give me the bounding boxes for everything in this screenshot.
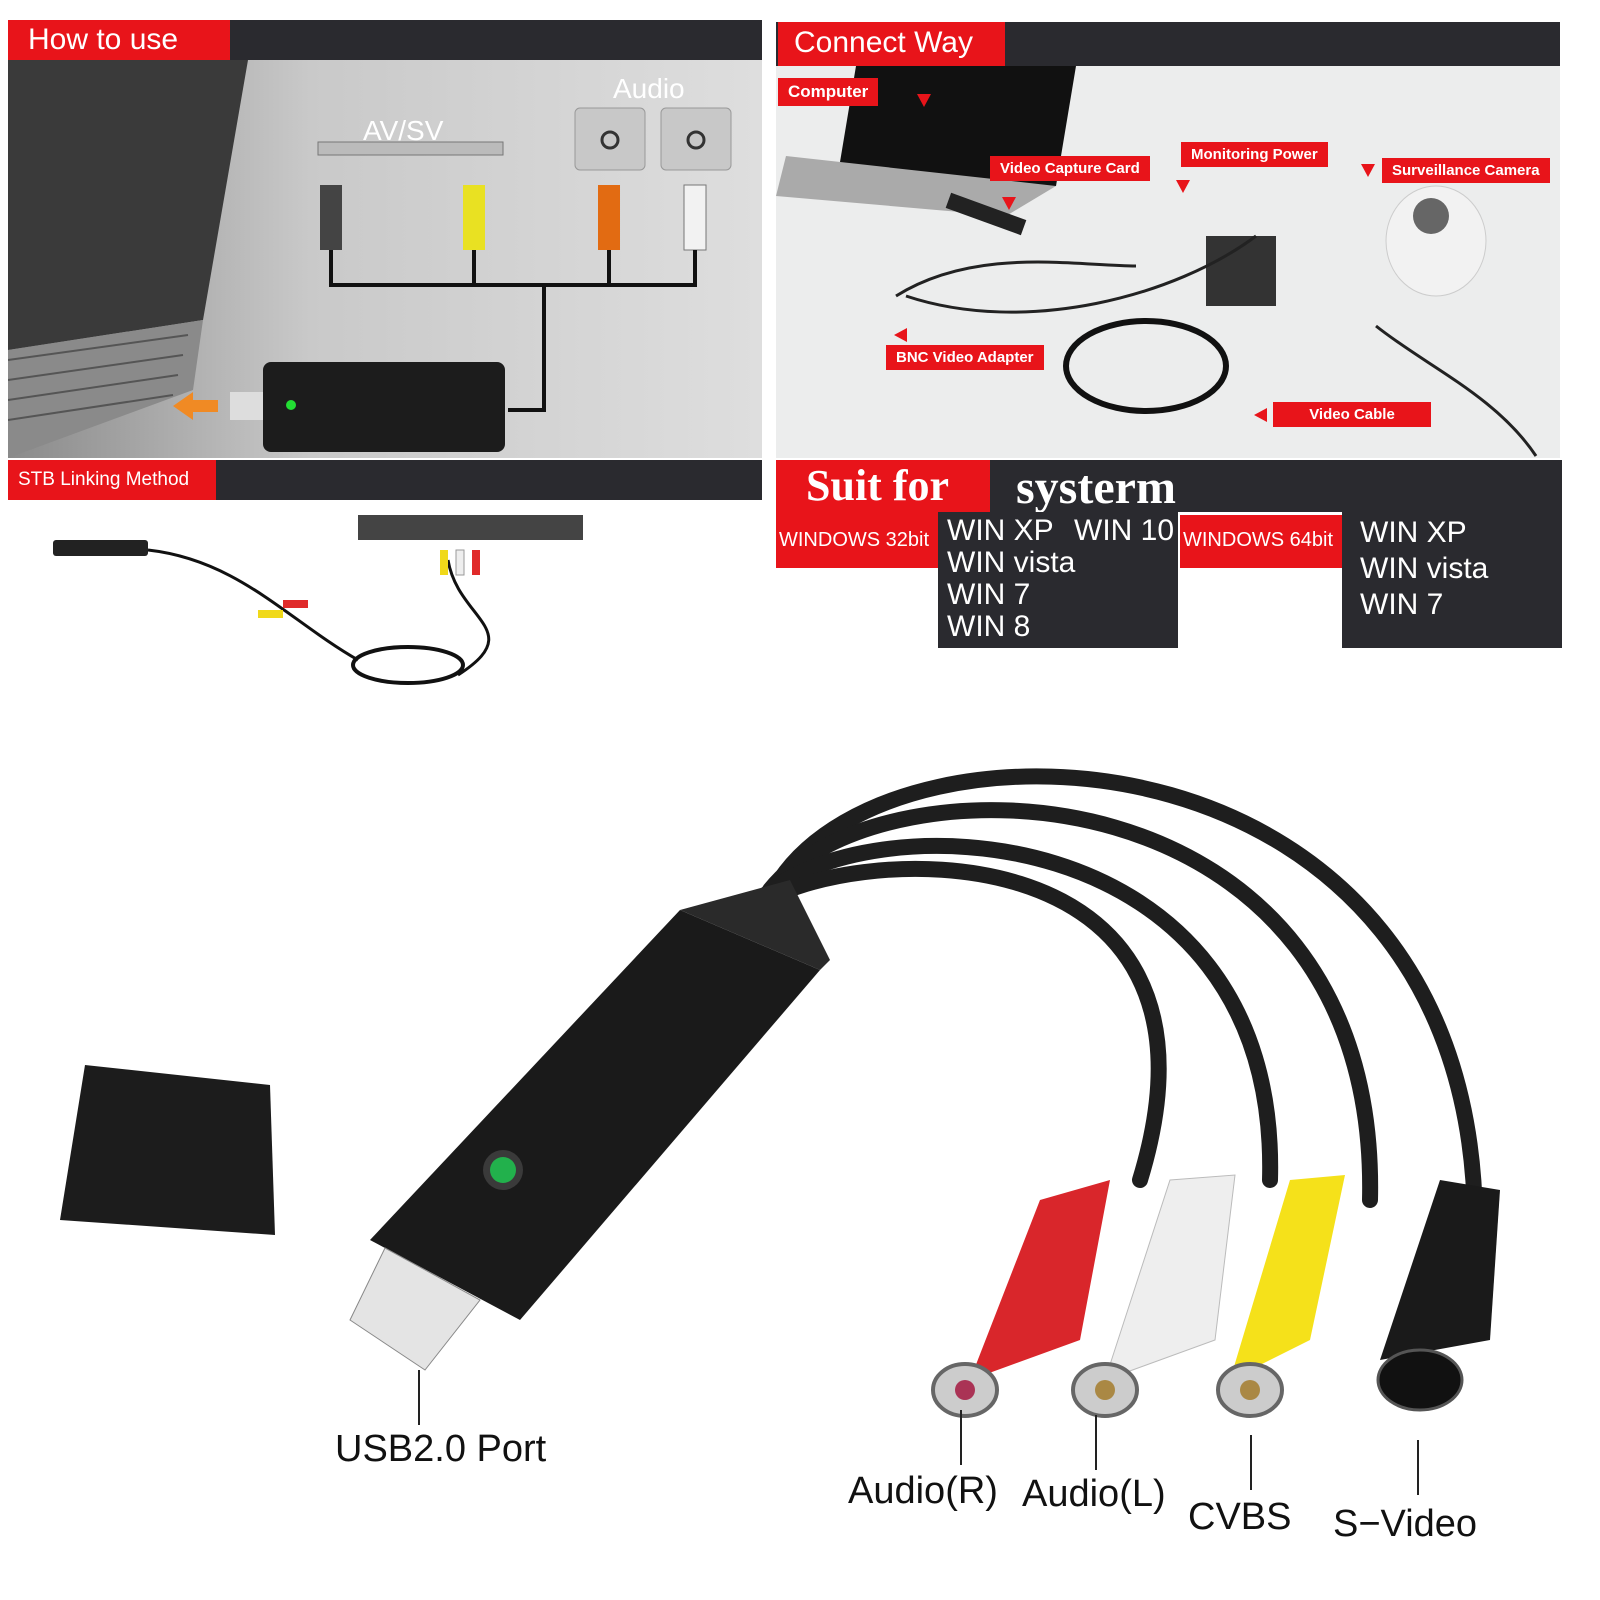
audio-label: Audio bbox=[613, 73, 685, 104]
arrow-left-icon bbox=[173, 392, 218, 420]
rca-red-connector bbox=[931, 1180, 1110, 1418]
product-illustration bbox=[60, 768, 1500, 1418]
cvbs-leader-line bbox=[1250, 1435, 1252, 1490]
usb-leader-line bbox=[418, 1370, 420, 1425]
os-item: WIN vista bbox=[1360, 552, 1489, 585]
how-to-use-panel: How to use AV/SV Audio bbox=[8, 20, 762, 458]
usb-port-label: USB2.0 Port bbox=[335, 1428, 547, 1470]
pointer-icon bbox=[1254, 408, 1267, 422]
svideo-plug-icon bbox=[320, 185, 342, 250]
led-icon bbox=[490, 1157, 516, 1183]
os-item: WIN XP bbox=[1360, 516, 1467, 549]
camera-label: Surveillance Camera bbox=[1382, 158, 1550, 183]
os-item: WIN 7 bbox=[1360, 588, 1444, 621]
power-label: Monitoring Power bbox=[1181, 142, 1328, 167]
bnc-label: BNC Video Adapter bbox=[886, 345, 1044, 370]
capture-card-illustration bbox=[945, 192, 1027, 236]
set-top-box-icon bbox=[358, 515, 583, 540]
stb-title: STB Linking Method bbox=[8, 460, 216, 500]
svideo-leader-line bbox=[1417, 1440, 1419, 1495]
stb-diagram bbox=[53, 515, 583, 685]
audio-l-label: Audio(L) bbox=[1022, 1473, 1166, 1515]
svideo-connector bbox=[1376, 1180, 1500, 1412]
os-item: WIN 10 bbox=[1074, 514, 1175, 547]
audio-r-label: Audio(R) bbox=[848, 1470, 998, 1512]
yellow-plug-icon bbox=[463, 185, 485, 250]
suit-for-panel: Suit for systerm WINDOWS 32bit WIN XP WI… bbox=[776, 460, 1562, 650]
rca-yellow-connector bbox=[1216, 1175, 1345, 1418]
video-cable-illustration bbox=[1063, 318, 1229, 414]
stb-panel: STB Linking Method bbox=[8, 460, 762, 700]
usb-plug bbox=[349, 1247, 481, 1371]
laptop-illustration bbox=[8, 60, 248, 458]
orange-plug-icon bbox=[598, 185, 620, 250]
cables bbox=[742, 768, 1483, 1228]
audio-l-leader-line bbox=[1095, 1415, 1097, 1470]
connect-way-title: Connect Way bbox=[778, 22, 1005, 66]
win64-label: WINDOWS 64bit bbox=[1180, 515, 1342, 568]
os-item: WIN XP bbox=[947, 514, 1054, 547]
capture-card-label: Video Capture Card bbox=[990, 156, 1150, 181]
usb-cap bbox=[60, 1065, 275, 1235]
usb-capture-card bbox=[349, 880, 830, 1371]
dome-camera-illustration bbox=[1385, 185, 1487, 297]
audio-jack-icon bbox=[574, 107, 646, 171]
av-sv-label: AV/SV bbox=[363, 115, 444, 146]
pointer-icon bbox=[894, 328, 907, 342]
rca-white-connector bbox=[1071, 1174, 1236, 1418]
os-item: WIN 8 bbox=[947, 610, 1031, 643]
cvbs-label: CVBS bbox=[1188, 1496, 1292, 1538]
white-plug-icon bbox=[683, 184, 707, 251]
win32-label: WINDOWS 32bit bbox=[776, 515, 938, 568]
os-item: WIN 7 bbox=[947, 578, 1031, 611]
computer-label: Computer bbox=[778, 78, 879, 106]
dvd-player-icon bbox=[317, 141, 504, 156]
pointer-icon bbox=[917, 94, 931, 107]
systerm-title: systerm bbox=[1016, 461, 1176, 514]
led-icon bbox=[286, 400, 296, 410]
win64-list: WIN XP WIN vista WIN 7 bbox=[1342, 512, 1562, 648]
os-item: WIN vista bbox=[947, 546, 1076, 579]
cable-label: Video Cable bbox=[1273, 402, 1431, 427]
pointer-icon bbox=[1361, 164, 1375, 177]
pointer-icon bbox=[1176, 180, 1190, 193]
audio-jack-icon bbox=[660, 107, 732, 171]
connect-way-panel: Connect Way Computer Video Capture Card … bbox=[776, 22, 1560, 458]
pointer-icon bbox=[1002, 197, 1016, 210]
capture-card-illustration bbox=[263, 362, 505, 452]
how-to-use-diagram: AV/SV Audio bbox=[8, 60, 732, 458]
suit-for-title: Suit for bbox=[776, 460, 990, 515]
audio-r-leader-line bbox=[960, 1410, 962, 1465]
connect-way-diagram bbox=[776, 66, 1538, 457]
svideo-label: S−Video bbox=[1333, 1503, 1478, 1545]
win32-list: WIN XP WIN 10 WIN vista WIN 7 WIN 8 bbox=[938, 512, 1178, 648]
how-to-use-title: How to use bbox=[8, 20, 230, 60]
